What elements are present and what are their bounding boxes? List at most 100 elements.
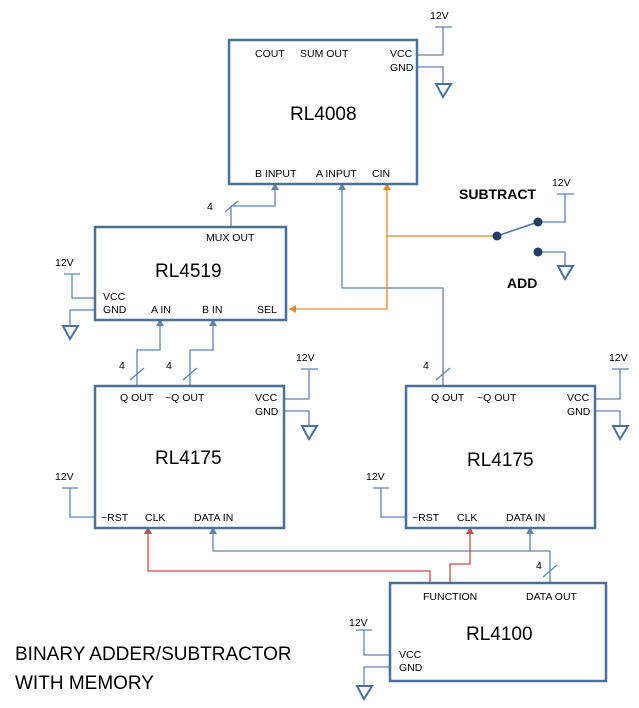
pin-clk: CLK xyxy=(145,512,165,524)
block-rl4175-right: Q OUT ~Q OUT VCC GND RL4175 ~RST CLK DAT… xyxy=(404,384,597,530)
pin-q-out: Q OUT xyxy=(431,392,465,404)
supply-label-reg-right-rst: 12V xyxy=(366,471,385,483)
pin-a-in: A IN xyxy=(151,304,171,316)
pin-vcc: VCC xyxy=(390,48,413,60)
chip-name-rl4175-right: RL4175 xyxy=(467,450,534,471)
wire-adder-a-to-right-q xyxy=(341,184,444,386)
ground-icon xyxy=(61,325,80,342)
wire-left-nq-to-mux-b xyxy=(189,320,214,386)
pin-vcc: VCC xyxy=(567,392,590,404)
chip-name-rl4519: RL4519 xyxy=(155,261,222,282)
pin-gnd: GND xyxy=(103,304,127,316)
diagram-caption-line-1: BINARY ADDER/SUBTRACTOR xyxy=(15,644,292,665)
arrow-right-clk xyxy=(466,527,474,534)
bus-width-data-out: 4 xyxy=(536,560,542,572)
power-reg-right xyxy=(373,368,629,518)
switch-supply-wire xyxy=(538,193,574,223)
pin-cout: COUT xyxy=(255,48,285,60)
pin-q-out: Q OUT xyxy=(120,392,154,404)
pin-vcc: VCC xyxy=(399,649,422,661)
bus-mark-left-q xyxy=(129,367,145,381)
diagram-caption-line-2: WITH MEMORY xyxy=(15,673,154,694)
pin-sum-out: SUM OUT xyxy=(300,48,349,60)
pin-data-in: DATA IN xyxy=(194,512,233,524)
block-rl4008: COUT SUM OUT VCC GND RL4008 B INPUT A IN… xyxy=(227,38,419,186)
bus-width-left-q: 4 xyxy=(119,360,125,372)
power-input xyxy=(356,629,390,686)
wire-left-q-to-mux-a xyxy=(136,320,161,386)
pin-data-out: DATA OUT xyxy=(526,591,578,603)
bus-mark-data-out xyxy=(542,564,558,578)
switch-add-terminal xyxy=(533,247,543,257)
switch-ground-wire xyxy=(538,251,566,266)
subtract-label: SUBTRACT xyxy=(459,186,536,202)
arrow-adder-b xyxy=(271,183,279,190)
supply-label-reg-left-rst: 12V xyxy=(55,471,74,483)
wire-dataout-to-datain xyxy=(212,528,551,583)
pin-rst: ~RST xyxy=(412,512,440,524)
supply-label-reg-left: 12V xyxy=(296,352,315,364)
arrow-mux-a xyxy=(156,319,164,326)
bus-mark-right-q xyxy=(435,367,451,381)
supply-label-switch: 12V xyxy=(552,177,571,189)
switch-lever[interactable] xyxy=(496,221,539,237)
arrow-mux-b xyxy=(209,319,217,326)
pin-gnd: GND xyxy=(567,406,591,418)
pin-cin: CIN xyxy=(372,168,390,180)
bus-marks xyxy=(129,200,558,578)
block-rl4100: FUNCTION DATA OUT RL4100 VCC GND xyxy=(388,581,608,683)
pin-nq-out: ~Q OUT xyxy=(477,392,517,404)
arrowheads xyxy=(144,183,534,534)
power-mux xyxy=(64,273,98,326)
pin-function: FUNCTION xyxy=(423,591,477,603)
bus-width-mux-out: 4 xyxy=(207,201,213,213)
pin-b-in: B IN xyxy=(202,304,222,316)
block-rl4519: MUX OUT RL4519 VCC GND A IN B IN SEL xyxy=(93,225,288,322)
supply-label-mux: 12V xyxy=(55,257,74,269)
pin-gnd: GND xyxy=(390,62,414,74)
pin-rst: ~RST xyxy=(101,512,129,524)
bus-mark-left-nq xyxy=(182,367,198,381)
ground-icon xyxy=(556,265,575,282)
switch-common-terminal xyxy=(492,231,502,241)
wire-function-to-right-clk xyxy=(449,528,471,583)
pin-mux-out: MUX OUT xyxy=(206,232,255,244)
pin-data-in: DATA IN xyxy=(506,512,545,524)
pin-vcc: VCC xyxy=(255,392,278,404)
power-adder xyxy=(417,26,452,84)
pin-a-input: A INPUT xyxy=(316,168,357,180)
function-switch[interactable] xyxy=(492,193,575,282)
chip-name-rl4175-left: RL4175 xyxy=(155,448,222,469)
arrow-adder-a xyxy=(338,183,346,190)
wire-mux-to-adder-b xyxy=(230,184,276,227)
arrow-right-datain xyxy=(526,527,534,534)
arrow-left-datain xyxy=(209,527,217,534)
pin-sel: SEL xyxy=(257,304,277,316)
block-rl4519-body xyxy=(93,225,288,322)
pin-nq-out: ~Q OUT xyxy=(165,392,205,404)
pin-gnd: GND xyxy=(255,406,279,418)
block-rl4175-left: Q OUT ~Q OUT VCC GND RL4175 ~RST CLK DAT… xyxy=(93,384,286,530)
chip-name-rl4100: RL4100 xyxy=(466,624,533,645)
bus-width-left-nq: 4 xyxy=(166,360,172,372)
bus-width-right-q: 4 xyxy=(423,360,429,372)
power-reg-left xyxy=(62,368,318,518)
block-rl4175-right-body xyxy=(404,384,597,530)
block-rl4100-body xyxy=(388,581,608,683)
pin-gnd: GND xyxy=(399,662,423,674)
ground-icon xyxy=(434,83,453,100)
pin-b-input: B INPUT xyxy=(255,168,297,180)
ground-icon xyxy=(300,425,319,442)
arrow-left-clk xyxy=(144,527,152,534)
wire-function-to-left-clk xyxy=(147,528,431,583)
block-rl4008-body xyxy=(227,38,419,186)
arrow-mux-sel xyxy=(289,305,296,313)
ground-icon xyxy=(355,685,374,702)
wire-select-to-sel xyxy=(289,236,388,310)
supply-label-adder: 12V xyxy=(430,10,449,22)
block-rl4175-left-body xyxy=(93,384,286,530)
arrow-adder-cin xyxy=(383,183,391,190)
ground-icon xyxy=(611,425,630,442)
pin-vcc: VCC xyxy=(103,291,126,303)
